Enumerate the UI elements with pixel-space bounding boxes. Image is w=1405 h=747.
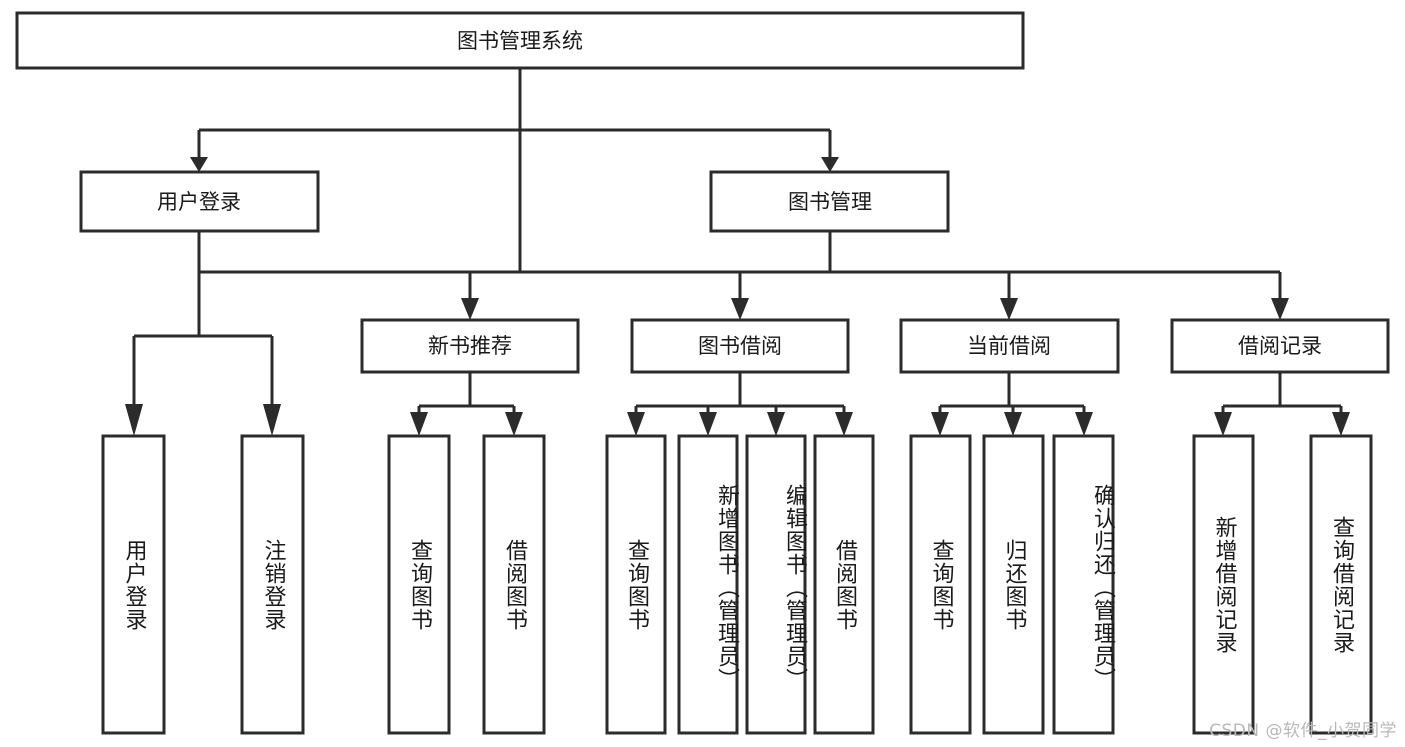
connector-group-new-book-recommend-children — [410, 372, 523, 436]
connector-group-current-borrow-children — [931, 372, 1093, 436]
leaf-box-borrow-book-2[interactable] — [813, 434, 875, 735]
node-user-login-label: 用户登录 — [157, 190, 241, 214]
node-book-borrow[interactable]: 图书借阅 — [630, 318, 850, 374]
leaf-box-return-book[interactable] — [982, 434, 1045, 735]
leaf-box-add-book[interactable] — [677, 434, 739, 735]
arrow-head-leaf-borrow-book-2 — [835, 412, 853, 436]
connector-group-root-arrows — [190, 130, 839, 172]
leaf-boxes-group — [101, 434, 1373, 735]
node-borrow-record-label: 借阅记录 — [1238, 334, 1322, 358]
arrow-head-leaf-logout — [263, 404, 281, 436]
node-book-manage-box[interactable] — [709, 170, 950, 233]
arrow-head-leaf-add-record — [1214, 412, 1232, 436]
leaf-box-confirm-return[interactable] — [1052, 434, 1115, 735]
connector-group-book-manage-children — [461, 231, 1289, 320]
node-new-book-recommend-box[interactable] — [360, 318, 580, 374]
node-new-book-recommend[interactable]: 新书推荐 — [360, 318, 580, 374]
node-root-label: 图书管理系统 — [457, 29, 583, 53]
arrow-head-current-borrow — [1000, 298, 1018, 320]
arrow-head-leaf-query-book-3 — [931, 412, 949, 436]
leaf-box-add-record[interactable] — [1192, 434, 1255, 735]
node-new-book-recommend-label: 新书推荐 — [428, 334, 512, 358]
leaf-box-user-login[interactable] — [101, 434, 166, 735]
leaf-box-query-book-1[interactable] — [387, 434, 451, 735]
arrow-head-new-book-recommend — [461, 298, 479, 320]
node-current-borrow-box[interactable] — [899, 318, 1120, 374]
leaf-box-logout[interactable] — [240, 434, 305, 735]
node-root-box[interactable] — [15, 11, 1025, 70]
leaf-box-query-book-2[interactable] — [605, 434, 667, 735]
arrow-head-leaf-return-book — [1004, 412, 1022, 436]
node-user-login-box[interactable] — [79, 170, 320, 233]
node-current-borrow[interactable]: 当前借阅 — [899, 318, 1120, 374]
arrow-head-leaf-query-book-2 — [627, 412, 645, 436]
node-current-borrow-label: 当前借阅 — [967, 334, 1051, 358]
arrow-head-leaf-edit-book — [767, 412, 785, 436]
leaf-box-borrow-book-1[interactable] — [482, 434, 546, 735]
arrow-head-leaf-add-book — [699, 412, 717, 436]
node-borrow-record[interactable]: 借阅记录 — [1170, 318, 1390, 374]
connector-group-level1 — [199, 68, 830, 132]
connector-group-root-to-level2 — [199, 68, 830, 274]
arrow-head-leaf-user-login — [125, 404, 143, 436]
node-book-borrow-label: 图书借阅 — [698, 334, 782, 358]
arrow-head-leaf-query-record — [1332, 412, 1350, 436]
arrow-head-leaf-borrow-book-1 — [505, 412, 523, 436]
leaf-box-query-book-3[interactable] — [909, 434, 972, 735]
node-book-manage-label: 图书管理 — [788, 190, 872, 214]
node-book-manage[interactable]: 图书管理 — [709, 170, 950, 233]
leaf-box-query-record[interactable] — [1309, 434, 1373, 735]
arrow-head-book-manage — [821, 157, 839, 172]
node-book-borrow-box[interactable] — [630, 318, 850, 374]
arrow-head-user-login — [190, 157, 208, 172]
arrow-head-leaf-confirm-return — [1075, 412, 1093, 436]
node-user-login[interactable]: 用户登录 — [79, 170, 320, 233]
connector-group-borrow-record-children — [1214, 372, 1350, 436]
arrow-head-book-borrow — [731, 298, 749, 320]
watermark-text: CSDN @软件_小贺同学 — [1209, 721, 1397, 741]
node-root[interactable]: 图书管理系统 — [15, 11, 1025, 70]
arrow-head-leaf-query-book-1 — [410, 412, 428, 436]
connector-group-book-borrow-children — [627, 372, 853, 436]
node-borrow-record-box[interactable] — [1170, 318, 1390, 374]
leaf-box-edit-book[interactable] — [745, 434, 807, 735]
connector-group-user-login-children — [125, 231, 281, 436]
arrow-head-borrow-record — [1271, 298, 1289, 320]
